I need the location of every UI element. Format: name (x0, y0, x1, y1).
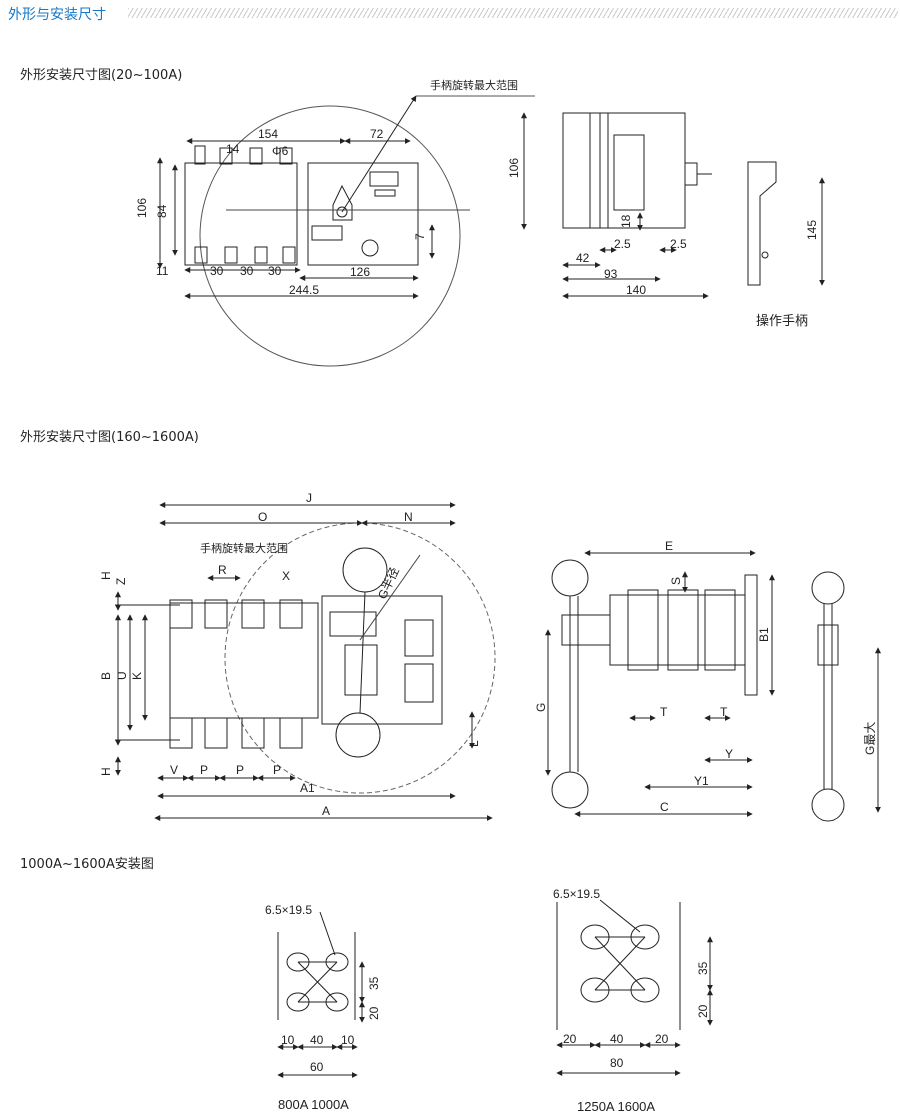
label-J: J (306, 491, 312, 505)
mount-right-20a: 20 (563, 1032, 577, 1046)
diagram-small-side-labels: 106 18 2.5 2.5 42 93 140 (507, 158, 687, 297)
dim-72: 72 (370, 127, 384, 141)
label-L: L (467, 740, 481, 747)
mount-left-10b: 10 (341, 1033, 355, 1047)
section-title-large: 外形安装尺寸图(160~1600A) (20, 430, 199, 445)
label-U: U (115, 671, 129, 680)
mount-right-hole: 6.5×19.5 (553, 887, 600, 901)
mount-left (277, 911, 365, 1078)
label-K: K (130, 672, 144, 680)
label-T1: T (660, 705, 668, 719)
side-dim-106: 106 (507, 158, 521, 178)
handle-range-label: 手柄旋转最大范围 (430, 78, 518, 92)
header-hatch-rule (128, 8, 898, 18)
label-E: E (665, 539, 673, 553)
mount-right-labels: 6.5×19.5 35 20 20 40 20 80 1250A 1600A (553, 887, 710, 1114)
dim-11: 11 (156, 264, 169, 278)
side-dim-2-5-a: 2.5 (614, 237, 631, 251)
mount-right-caption: 1250A 1600A (577, 1099, 655, 1114)
label-N: N (404, 510, 413, 524)
page-title: 外形与安装尺寸 (8, 7, 106, 23)
mount-left-60: 60 (310, 1060, 324, 1074)
operating-handle-labels: 145 操作手柄 (756, 220, 819, 328)
mount-right-40: 40 (610, 1032, 624, 1046)
label-V: V (170, 763, 178, 777)
label-H-top: H (99, 571, 113, 580)
label-P2: P (236, 763, 244, 777)
label-Y: Y (725, 747, 733, 761)
handle-range-label-2: 手柄旋转最大范围 (200, 541, 288, 555)
switch-body-left (184, 162, 298, 266)
dim-phi6: Φ6 (272, 144, 289, 158)
label-H-bottom: H (99, 767, 113, 776)
label-B: B (99, 672, 113, 680)
diagram-large-front-labels: 手柄旋转最大范围 J O N R X G半径 H Z B U K H V P P… (99, 491, 481, 818)
diagram-large-handle (811, 571, 881, 822)
diagram-large-front (115, 502, 496, 821)
side-dim-18: 18 (619, 214, 633, 228)
dim-244-5: 244.5 (289, 283, 319, 297)
handle-label: 操作手柄 (756, 313, 808, 328)
label-Z: Z (114, 578, 128, 585)
label-S: S (669, 577, 683, 585)
mount-left-40: 40 (310, 1033, 324, 1047)
diagram-small-front (157, 95, 535, 367)
side-dim-2-5-b: 2.5 (670, 237, 687, 251)
side-dim-140: 140 (626, 283, 646, 297)
section-header: 外形与安装尺寸 (8, 2, 898, 24)
label-O: O (258, 510, 267, 524)
dim-84: 84 (155, 204, 169, 218)
mount-right (556, 899, 713, 1076)
side-dim-42: 42 (576, 251, 590, 265)
dim-30-b: 30 (240, 264, 254, 278)
mount-left-35: 35 (367, 976, 381, 990)
label-A1: A1 (300, 781, 315, 795)
operating-handle (747, 161, 825, 286)
label-Y1: Y1 (694, 774, 709, 788)
mount-left-labels: 6.5×19.5 35 20 10 40 10 60 800A 1000A (265, 903, 381, 1112)
section-title-small: 外形安装尺寸图(20~100A) (20, 68, 183, 83)
dim-7: 7 (413, 233, 427, 240)
label-P3: P (273, 763, 281, 777)
mount-left-caption: 800A 1000A (278, 1097, 349, 1112)
mount-right-20b: 20 (655, 1032, 669, 1046)
label-B1: B1 (757, 627, 771, 642)
dim-106: 106 (135, 198, 149, 218)
mount-right-35: 35 (696, 961, 710, 975)
dim-126: 126 (350, 265, 370, 279)
label-C: C (660, 800, 669, 814)
dim-14: 14 (226, 142, 240, 156)
label-R: R (218, 563, 227, 577)
handle-dim-145: 145 (805, 220, 819, 240)
dim-30-c: 30 (268, 264, 282, 278)
diagram-large-side-labels: E S B1 G T T Y Y1 C (534, 539, 771, 814)
label-P1: P (200, 763, 208, 777)
dim-154: 154 (258, 127, 278, 141)
diagram-small-side (521, 112, 712, 299)
switch-body-right (321, 595, 443, 725)
diagram-large-side (545, 550, 775, 817)
side-dim-93: 93 (604, 267, 618, 281)
label-X: X (282, 569, 290, 583)
mount-left-20: 20 (367, 1006, 381, 1020)
label-G-max: G最大 (863, 722, 877, 755)
dim-30-a: 30 (210, 264, 224, 278)
diagram-small-front-labels: 手柄旋转最大范围 154 72 14 Φ6 106 84 11 30 30 30… (135, 78, 518, 297)
label-G: G (534, 703, 548, 712)
mount-left-hole: 6.5×19.5 (265, 903, 312, 917)
mount-right-20: 20 (696, 1004, 710, 1018)
mount-right-80: 80 (610, 1056, 624, 1070)
mount-left-10a: 10 (281, 1033, 295, 1047)
label-T2: T (720, 705, 728, 719)
handle-rotation-circle (199, 105, 461, 367)
label-A: A (322, 804, 330, 818)
section-title-mount: 1000A~1600A安装图 (20, 857, 154, 872)
switch-body-right (307, 162, 419, 266)
